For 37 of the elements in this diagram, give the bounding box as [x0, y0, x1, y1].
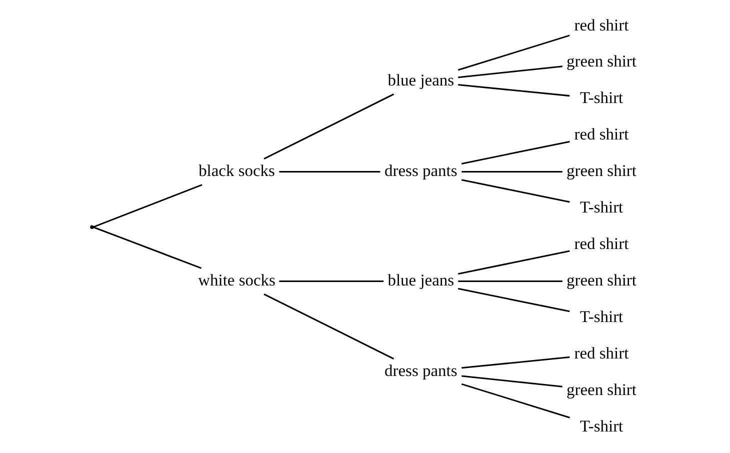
node-text: T-shirt: [579, 307, 623, 326]
node-text: red shirt: [574, 15, 628, 34]
node-text: T-shirt: [579, 416, 623, 436]
node-text: green shirt: [566, 161, 636, 180]
connector: [92, 184, 202, 228]
node-text: dress pants: [384, 161, 457, 180]
connector: [278, 280, 384, 282]
node-text: green shirt: [566, 52, 636, 71]
node-text: red shirt: [574, 234, 628, 254]
node-text: red shirt: [574, 343, 628, 362]
connector: [461, 375, 562, 388]
connector: [461, 171, 562, 173]
node-text: T-shirt: [579, 198, 623, 217]
connector: [457, 250, 570, 275]
connector: [460, 140, 570, 164]
node-text: blue jeans: [387, 70, 454, 90]
connector: [458, 66, 562, 78]
connector: [263, 294, 394, 360]
connector: [460, 383, 570, 418]
connector: [460, 179, 570, 203]
connector: [92, 226, 202, 269]
node-text: T-shirt: [579, 88, 623, 108]
connector: [457, 34, 570, 71]
node-text: white socks: [198, 270, 275, 290]
node-text: green shirt: [566, 270, 636, 290]
node-text: black socks: [198, 161, 274, 180]
connector: [461, 356, 570, 369]
connector: [457, 288, 570, 312]
node-text: green shirt: [566, 380, 636, 399]
node-text: red shirt: [574, 124, 628, 144]
node-text: dress pants: [384, 361, 457, 380]
node-text: blue jeans: [387, 270, 454, 290]
node-point: [90, 225, 94, 229]
connector: [263, 93, 394, 160]
connector: [458, 84, 570, 97]
connector: [458, 280, 562, 282]
connector: [278, 171, 380, 173]
